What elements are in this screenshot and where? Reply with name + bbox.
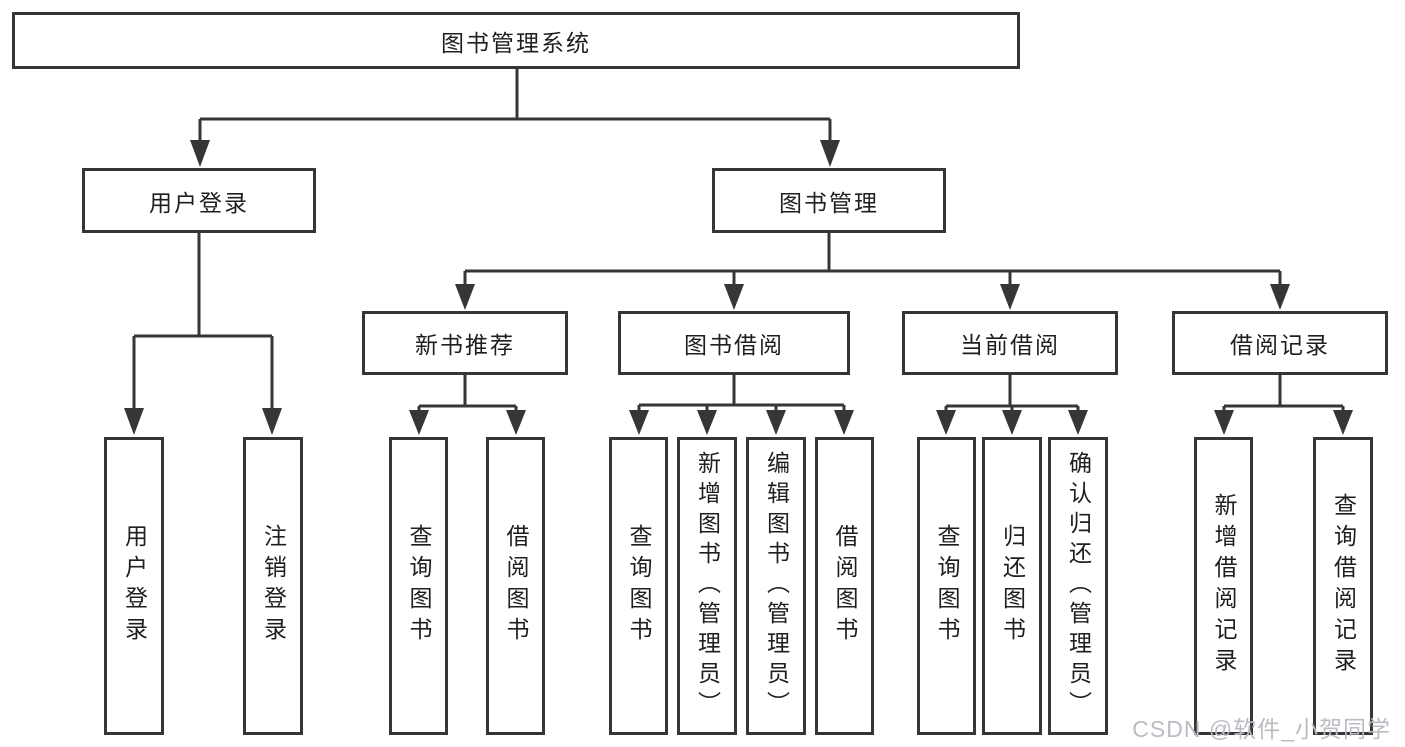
leaf-borrow-books-recommend: 借阅图书 [486,437,545,735]
leaf-query-books-borrow: 查询图书 [609,437,668,735]
node-current-borrow: 当前借阅 [902,311,1118,375]
leaf-edit-book-admin: 编辑图书（管理员） [746,437,806,735]
leaf-add-book-admin: 新增图书（管理员） [677,437,737,735]
connector-user-login-to-leaves [124,233,282,435]
leaf-confirm-return-admin: 确认归还（管理员） [1048,437,1108,735]
leaf-user-login: 用户登录 [104,437,164,735]
node-book-management: 图书管理 [712,168,946,233]
connector-borrow-records-to-leaves [1214,375,1353,435]
leaf-query-books-current: 查询图书 [917,437,976,735]
node-user-login: 用户登录 [82,168,316,233]
leaf-return-book: 归还图书 [982,437,1042,735]
connector-root-to-level2 [190,68,840,167]
leaf-add-borrow-record: 新增借阅记录 [1194,437,1253,735]
connector-current-borrow-to-leaves [936,375,1088,435]
leaf-query-books-recommend: 查询图书 [389,437,448,735]
connector-new-book-rec-to-leaves [409,375,526,435]
node-book-borrow: 图书借阅 [618,311,850,375]
node-new-book-recommend: 新书推荐 [362,311,568,375]
node-borrow-records: 借阅记录 [1172,311,1388,375]
connector-book-mgmt-to-level3 [455,233,1290,310]
leaf-logout: 注销登录 [243,437,303,735]
leaf-query-borrow-record: 查询借阅记录 [1313,437,1373,735]
connector-book-borrow-to-leaves [629,375,854,435]
leaf-borrow-books: 借阅图书 [815,437,874,735]
node-root-system: 图书管理系统 [12,12,1020,69]
csdn-watermark: CSDN @软件_小贺同学 [1132,716,1391,742]
